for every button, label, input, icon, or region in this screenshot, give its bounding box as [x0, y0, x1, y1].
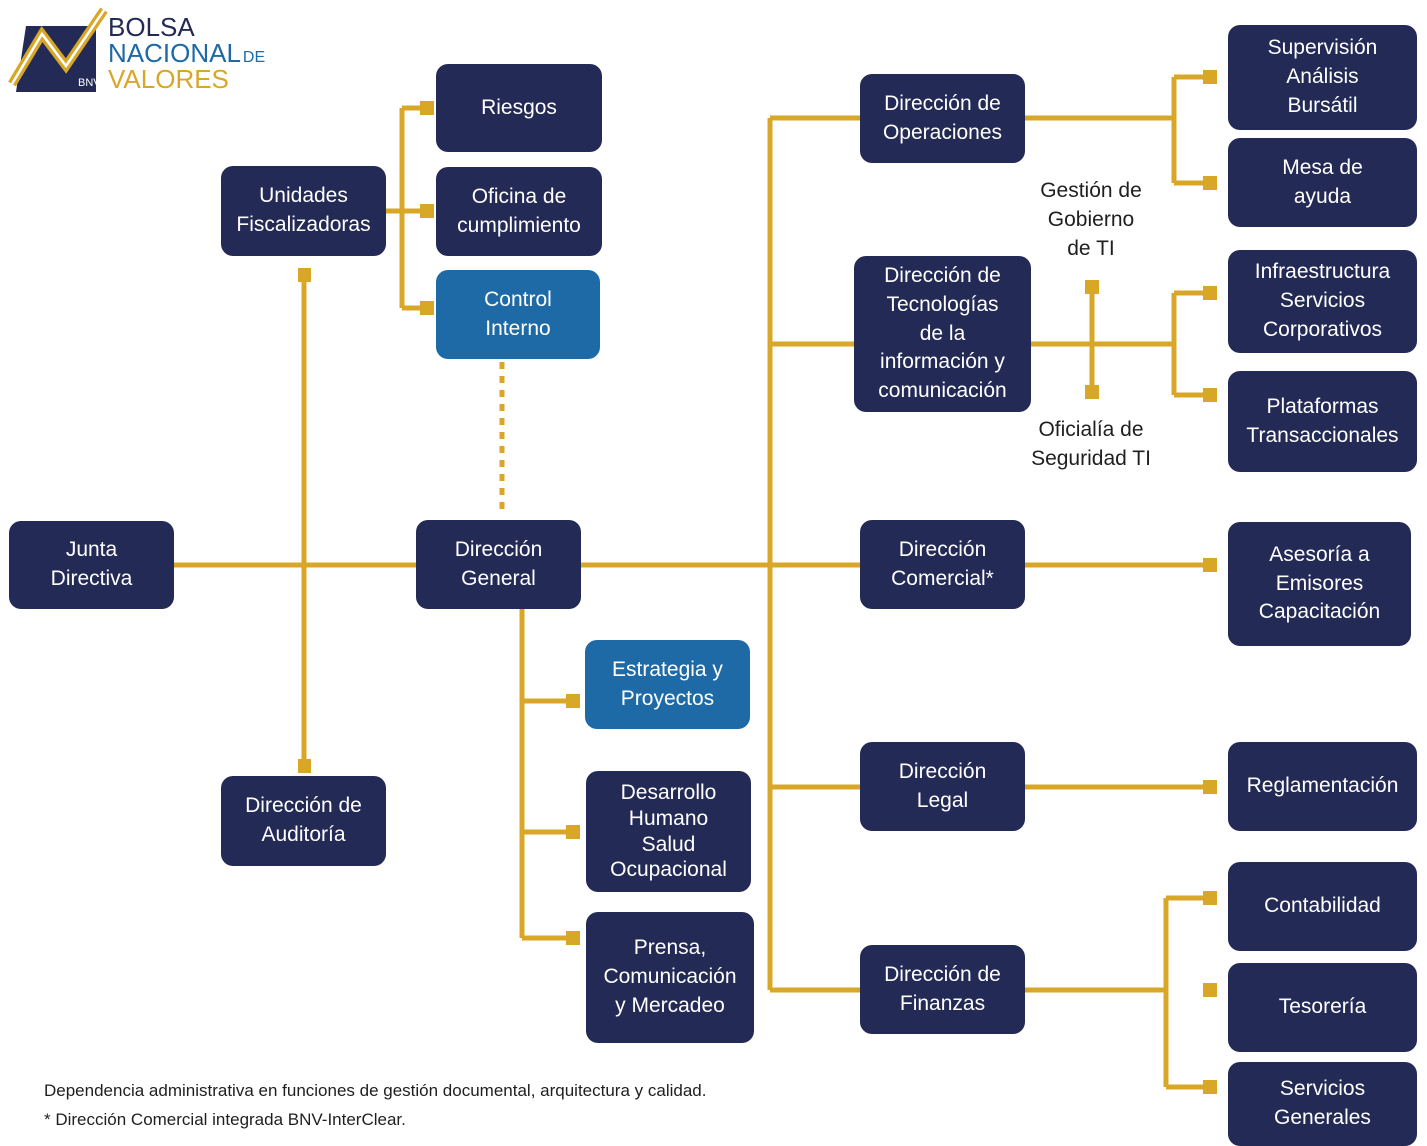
node-oficina-cumplimiento: Oficina de cumplimiento — [436, 167, 602, 256]
node-riesgos: Riesgos — [436, 64, 602, 152]
node-direccion-tecnologias: Dirección de Tecnologías de la informaci… — [854, 256, 1031, 412]
node-junta-directiva: Junta Directiva — [9, 521, 174, 609]
node-tesoreria: Tesorería — [1228, 963, 1417, 1052]
bnv-logo-mark: BNV — [8, 7, 108, 92]
node-reglamentacion: Reglamentación — [1228, 742, 1417, 831]
node-servicios-generales: Servicios Generales — [1228, 1062, 1417, 1146]
node-mesa-ayuda: Mesa de ayuda — [1228, 138, 1417, 227]
node-contabilidad: Contabilidad — [1228, 862, 1417, 951]
node-direccion-comercial: Dirección Comercial* — [860, 520, 1025, 609]
node-prensa-comunicacion: Prensa, Comunicación y Mercadeo — [586, 912, 754, 1043]
node-supervision-analisis: Supervisión Análisis Bursátil — [1228, 25, 1417, 130]
node-unidades-fiscalizadoras: Unidades Fiscalizadoras — [221, 166, 386, 256]
node-estrategia-proyectos: Estrategia y Proyectos — [585, 640, 750, 729]
footnote-dependencia: Dependencia administrativa en funciones … — [44, 1081, 707, 1100]
footnote-comercial: * Dirección Comercial integrada BNV-Inte… — [44, 1110, 406, 1129]
node-infraestructura: Infraestructura Servicios Corporativos — [1228, 250, 1417, 353]
node-direccion-auditoria: Dirección de Auditoría — [221, 776, 386, 866]
label-seguridad-ti: Oficialía de Seguridad TI — [1031, 418, 1151, 470]
node-asesoria-emisores: Asesoría a Emisores Capacitación — [1228, 522, 1411, 646]
node-direccion-operaciones: Dirección de Operaciones — [860, 74, 1025, 163]
node-direccion-general: Dirección General — [416, 520, 581, 609]
node-direccion-legal: Dirección Legal — [860, 742, 1025, 831]
node-desarrollo-humano: Desarrollo Humano Salud Ocupacional — [586, 771, 751, 892]
logo-line-valores: VALORES — [108, 64, 229, 94]
label-gobierno-ti: Gestión de Gobierno de TI — [1040, 179, 1142, 260]
node-direccion-finanzas: Dirección de Finanzas — [860, 945, 1025, 1034]
node-plataformas: Plataformas Transaccionales — [1228, 371, 1417, 472]
logo-badge: BNV — [78, 77, 101, 89]
node-control-interno: Control Interno — [436, 270, 600, 359]
logo-line-bolsa: BOLSA — [108, 12, 195, 42]
